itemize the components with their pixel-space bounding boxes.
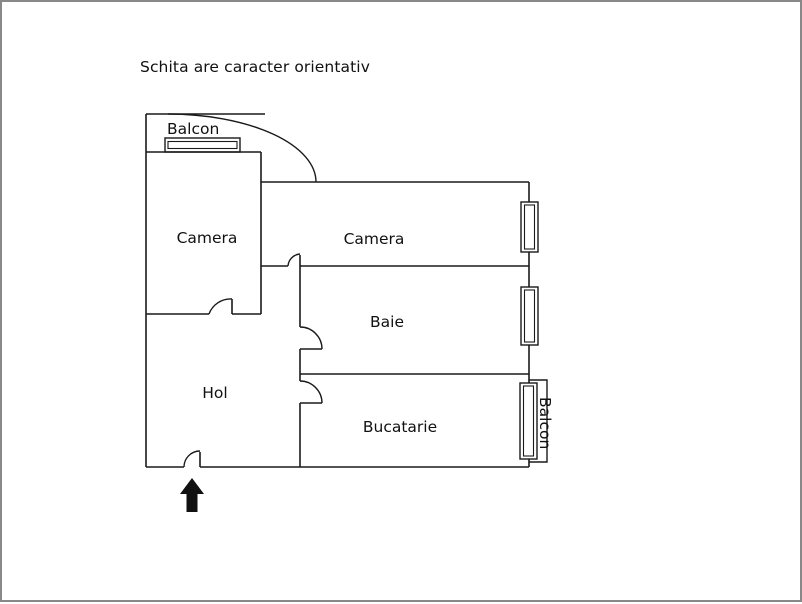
balcon-top-group: Balcon [145, 113, 317, 183]
balcon-right-label: Balcon [536, 397, 554, 449]
bucatarie-door-swing-arc [299, 380, 323, 404]
balcon-door-swing-arc [167, 113, 317, 183]
room-label-bucatarie: Bucatarie [363, 418, 437, 436]
balcon-right-window-inner [522, 385, 535, 457]
balcon-right-group: Balcon [519, 379, 554, 463]
room-label-baie: Baie [370, 313, 404, 331]
window-baie-inner [523, 289, 536, 343]
balcon-top-label: Balcon [167, 120, 219, 138]
window-camera-right-inner [523, 204, 536, 250]
baie-door-swing-arc [299, 326, 323, 350]
camera-right-door-swing-arc [287, 253, 301, 267]
windows-right-wall [520, 201, 539, 346]
room-labels: Camera Camera Baie Hol Bucatarie [177, 229, 438, 436]
room-label-camera-right: Camera [344, 230, 405, 248]
entrance-door-group [180, 450, 204, 512]
balcon-right-outline [529, 379, 548, 463]
entrance-arrow-icon [180, 478, 204, 512]
room-label-hol: Hol [202, 384, 227, 402]
balcon-top-window-inner [167, 140, 238, 150]
room-label-camera-left: Camera [177, 229, 238, 247]
page-title: Schita are caracter orientativ [140, 58, 370, 76]
outer-walls [145, 138, 530, 468]
camera-left-door-swing-arc [208, 298, 233, 315]
interior-walls [146, 253, 529, 467]
entrance-door-swing-arc [183, 450, 201, 468]
